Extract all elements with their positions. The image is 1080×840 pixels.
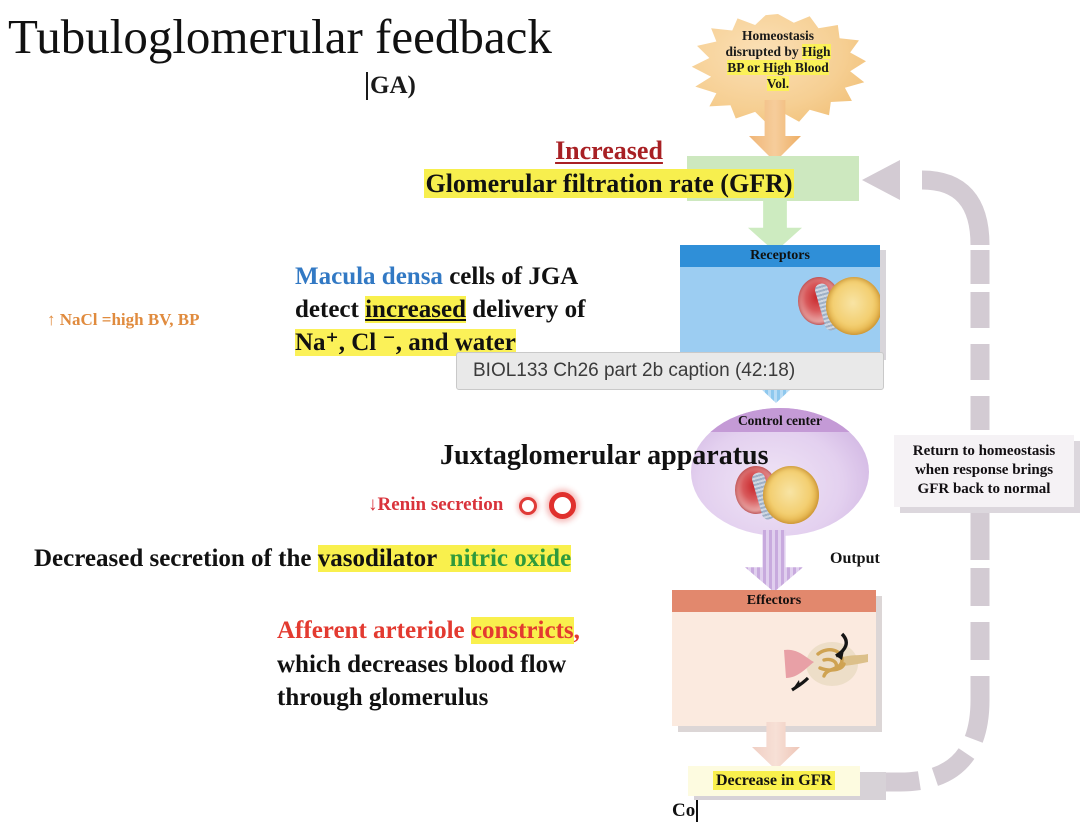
control-center-ellipse: Control center (691, 408, 869, 536)
jga-cell-illustration (826, 277, 880, 335)
effectors-header-label: Effectors (672, 590, 876, 612)
page-subtitle: GA) (366, 72, 416, 100)
renin-secretion-label: ↓Renin secretion (368, 493, 504, 515)
output-label: Output (830, 550, 880, 567)
return-to-homeostasis-box: Return to homeostasis when response brin… (894, 435, 1074, 507)
nitric-oxide-highlight: nitric oxide (449, 545, 572, 572)
juxtaglomerular-apparatus-label: Juxtaglomerular apparatus (440, 440, 769, 471)
starburst-line4-highlight: Vol. (766, 75, 790, 91)
vasodilator-highlight: vasodilator (317, 545, 438, 572)
afferent-arteriole-label: Afferent arteriole (277, 617, 471, 644)
macula-line3-highlight: Na⁺, Cl ⁻, and water (295, 329, 516, 356)
starburst-line3-highlight: BP or High Blood (727, 59, 829, 75)
receptors-box: Receptors (680, 245, 880, 355)
decrease-in-gfr-label: Decrease in GFR (712, 771, 836, 790)
return-line-2: when response brings (914, 461, 1054, 478)
renin-granule-small-icon (519, 496, 538, 515)
control-center-label: Control center (691, 408, 869, 432)
gfr-box (687, 156, 859, 201)
starburst-line2-plain: disrupted by (725, 43, 802, 59)
afferent-arteriole-annotation: Afferent arteriole constricts, which dec… (277, 614, 580, 715)
subtitle-text: GA) (366, 72, 416, 100)
glomerulus-illustration (784, 632, 868, 692)
return-line-3: GFR back to normal (917, 480, 1051, 497)
control-cell-yellow-illustration (763, 466, 819, 524)
renin-secretion-annotation: ↓Renin secretion (368, 492, 577, 519)
gfr-to-receptors-arrow-icon (748, 198, 802, 252)
effectors-box: Effectors (672, 590, 876, 726)
feedback-arrowhead (862, 160, 900, 200)
macula-densa-annotation: Macula densa cells of JGA detect increas… (295, 260, 585, 359)
macula-line2-highlight: increased (365, 296, 467, 323)
nitric-prefix: Decreased secretion of the (34, 545, 318, 572)
starburst-line2-highlight: High (802, 43, 831, 59)
macula-line2-post: delivery of (466, 296, 586, 323)
constricts-highlight: constricts (470, 617, 574, 644)
nacl-annotation: ↑ NaCl =high BV, BP (47, 310, 200, 329)
macula-line2-pre: detect (295, 296, 366, 323)
starburst-text: Homeostasis disrupted by High BP or High… (702, 28, 854, 92)
afferent-line2: which decreases blood flow (277, 650, 567, 678)
control-to-effectors-arrow-icon (745, 530, 803, 592)
partial-bottom-text: Co (672, 800, 699, 822)
video-caption-overlay: BIOL133 Ch26 part 2b caption (42:18) (456, 352, 884, 390)
renin-granule-large-icon (549, 492, 577, 519)
receptors-header-label: Receptors (680, 245, 880, 267)
partial-bottom-label: Co (672, 800, 699, 822)
starburst-line1: Homeostasis (742, 28, 814, 43)
afferent-comma: , (573, 617, 580, 644)
return-line-1: Return to homeostasis (912, 443, 1056, 459)
nitric-oxide-annotation: Decreased secretion of the vasodilator n… (34, 545, 572, 573)
page-title: Tubuloglomerular feedback (8, 9, 552, 64)
afferent-line3: through glomerulus (277, 684, 489, 711)
decrease-in-gfr-box: Decrease in GFR (688, 766, 860, 796)
macula-line1-rest: cells of JGA (442, 263, 579, 290)
macula-densa-label: Macula densa (295, 263, 443, 290)
